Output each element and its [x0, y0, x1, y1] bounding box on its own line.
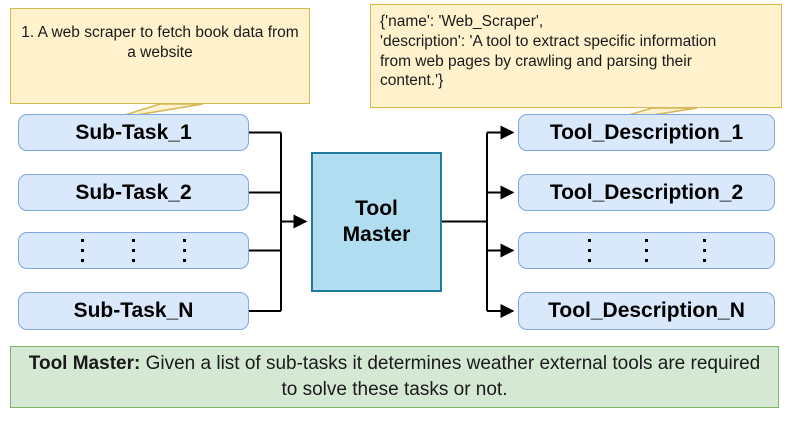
left-connectors: [249, 131, 308, 312]
sub-task-n-label: Sub-Task_N: [73, 299, 194, 322]
tool-master-label-line-2: Master: [342, 223, 411, 246]
tool-description-1-box[interactable]: Tool_Description_1: [518, 114, 775, 151]
vertical-ellipsis-icon: [132, 239, 135, 262]
vertical-ellipsis-icon: [587, 239, 591, 262]
vertical-ellipsis-icon: [702, 239, 706, 262]
sub-task-ellipsis-box[interactable]: [18, 232, 249, 269]
sub-task-n-box[interactable]: Sub-Task_N: [18, 292, 249, 330]
vertical-ellipsis-icon: [81, 239, 84, 262]
caption-text: Tool Master: Given a list of sub-tasks i…: [25, 351, 764, 402]
callout-right-line-1: {'name': 'Web_Scraper',: [380, 13, 544, 30]
tool-description-n-box[interactable]: Tool_Description_N: [518, 292, 775, 330]
vertical-ellipsis-icon-group: [19, 239, 248, 262]
tool-description-2-box[interactable]: Tool_Description_2: [518, 174, 775, 211]
right-connectors: [442, 125, 515, 318]
vertical-ellipsis-icon-group: [519, 239, 774, 262]
tool-master-label-line-1: Tool: [355, 197, 398, 221]
caption-body: Given a list of sub-tasks it determines …: [140, 353, 761, 400]
callout-tool-description-example: {'name': 'Web_Scraper', 'description': '…: [370, 4, 782, 108]
caption-box: Tool Master: Given a list of sub-tasks i…: [10, 346, 779, 408]
callout-right-line-3: from web pages by crawling and parsing t…: [380, 52, 692, 70]
caption-bold-prefix: Tool Master:: [28, 353, 141, 375]
tool-master-box[interactable]: Tool Master: [311, 152, 442, 292]
tool-description-1-label: Tool_Description_1: [549, 120, 744, 144]
callout-right-line-4: content.'}: [380, 72, 444, 90]
callout-subtask-example: 1. A web scraper to fetch book data from…: [10, 8, 310, 104]
sub-task-2-label: Sub-Task_2: [75, 180, 192, 204]
tool-description-ellipsis-box[interactable]: [518, 232, 775, 269]
sub-task-1-label: Sub-Task_1: [75, 120, 192, 144]
tool-description-n-label: Tool_Description_N: [548, 299, 745, 322]
vertical-ellipsis-icon: [183, 239, 186, 262]
sub-task-2-box[interactable]: Sub-Task_2: [18, 174, 249, 211]
tool-description-2-label: Tool_Description_2: [549, 180, 744, 204]
vertical-ellipsis-icon: [645, 239, 648, 262]
callout-right-line-2: 'description': 'A tool to extract specif…: [380, 32, 717, 50]
callout-left-text: 1. A web scraper to fetch book data from…: [21, 24, 299, 61]
sub-task-1-box[interactable]: Sub-Task_1: [18, 114, 249, 151]
